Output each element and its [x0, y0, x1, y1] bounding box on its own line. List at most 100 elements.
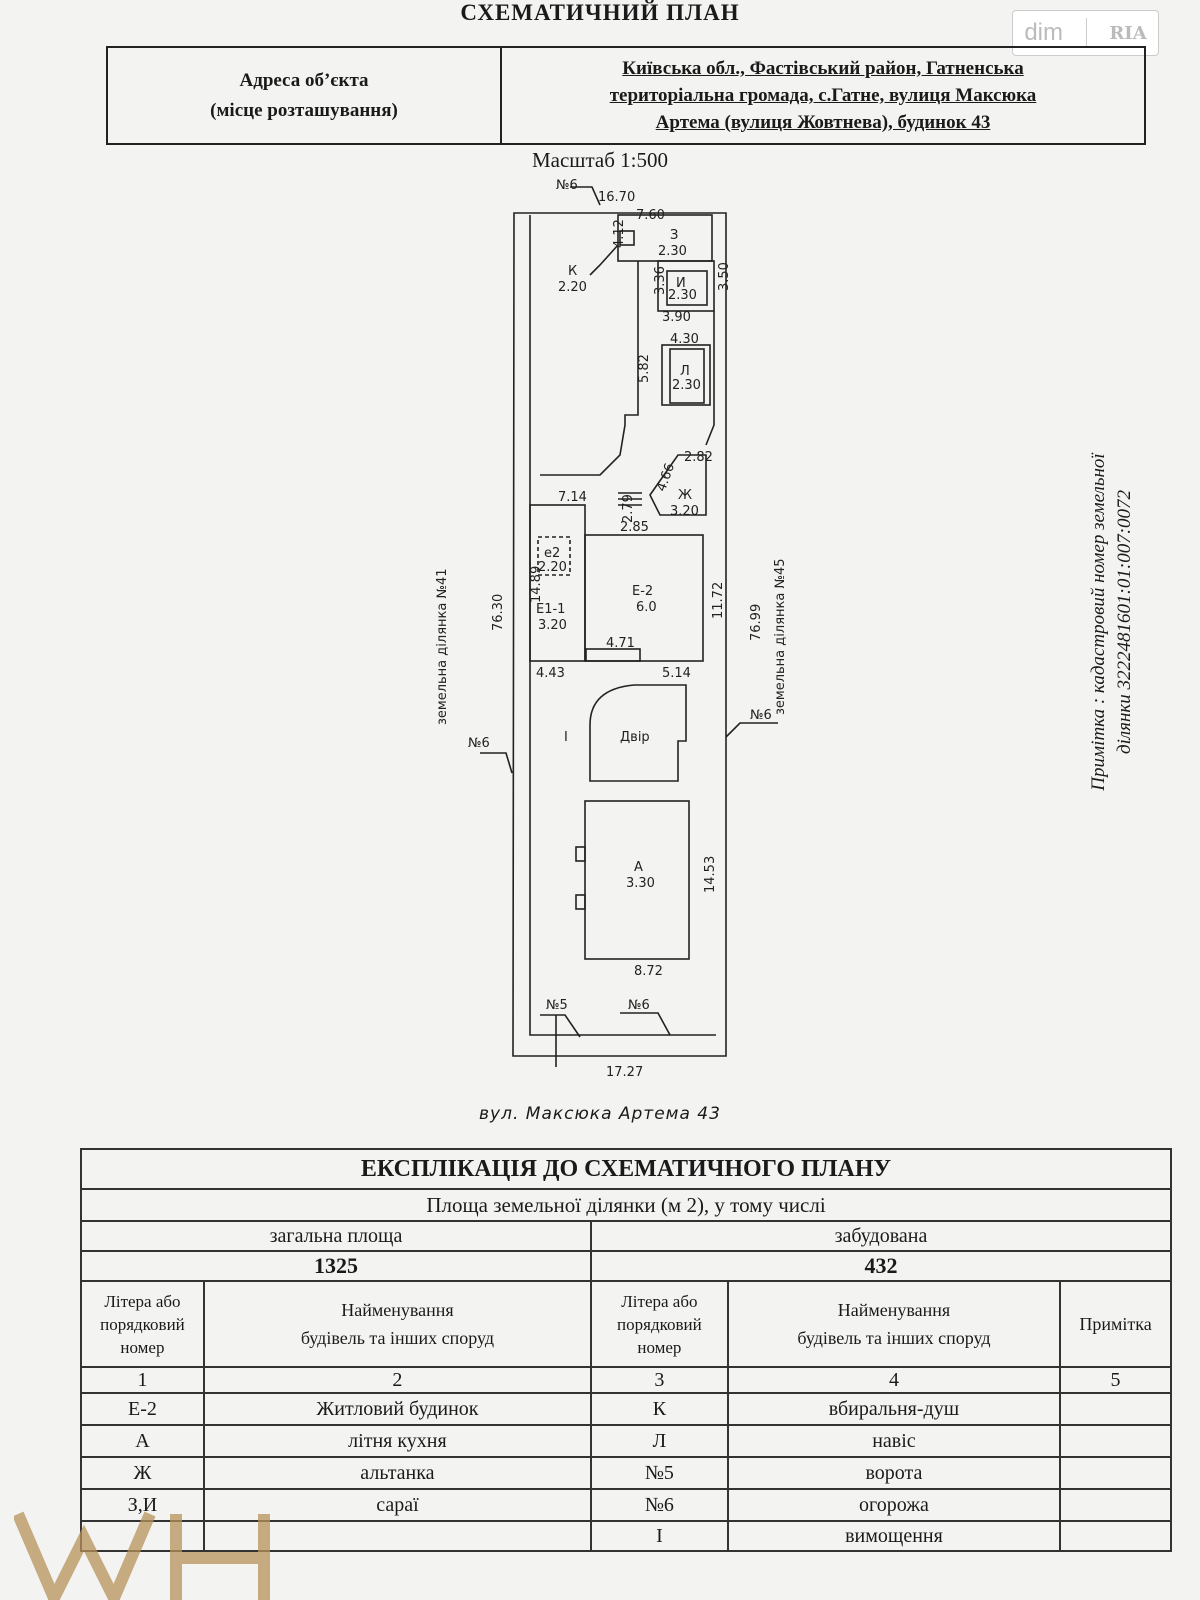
label-76-99: 76.99 — [749, 604, 764, 641]
canopy-l-inner — [669, 348, 705, 404]
label-e2s-h: 2.20 — [538, 560, 567, 575]
building-z-step — [619, 230, 635, 246]
built-area-value: 432 — [589, 1250, 1173, 1282]
label-e2s-name: е2 — [544, 546, 560, 561]
header-col1-line3: номер — [120, 1337, 165, 1357]
label-5-82: 5.82 — [637, 354, 652, 383]
leader-n6-top — [570, 186, 601, 206]
house-e2-small — [537, 536, 571, 576]
label-3-90: 3.90 — [662, 310, 691, 325]
col-num-1: 1 — [80, 1366, 205, 1394]
label-16-70: 16.70 — [598, 190, 635, 205]
col-num-2: 2 — [202, 1366, 592, 1394]
logo-dim-text: dim — [1024, 19, 1063, 46]
label-8-72: 8.72 — [634, 964, 663, 979]
label-zh-h: 3.20 — [670, 504, 699, 519]
label-4-43: 4.43 — [536, 666, 565, 681]
plot-boundary — [512, 212, 727, 1057]
row-3-c3: №5 — [589, 1456, 729, 1490]
leader-n6-right — [725, 722, 778, 738]
building-k — [589, 244, 619, 276]
footpath-2 — [705, 311, 715, 446]
explication-subtitle: Площа земельної ділянки (м 2), у тому чи… — [80, 1188, 1172, 1222]
header-col2-line2: будівель та інших споруд — [300, 1328, 495, 1348]
building-i — [666, 270, 708, 306]
page-title: СХЕМАТИЧНИЙ ПЛАН — [460, 0, 740, 25]
row-2-c3: Л — [589, 1424, 729, 1458]
cadastral-note-line-1: Примітка : кадастровий номер земельної — [1088, 453, 1109, 791]
address-line-3: Артема (вулиця Жовтнева), будинок 43 — [655, 112, 991, 133]
label-n5-bottom: №5 — [546, 998, 568, 1013]
cadastral-note: Примітка : кадастровий номер земельної д… — [1077, 402, 1147, 842]
row-2-c4: навіс — [726, 1424, 1062, 1458]
stairs — [618, 492, 642, 506]
label-4-66: 4.66 — [654, 461, 678, 493]
address-value-cell: Київська обл., Фастівський район, Гатнен… — [502, 48, 1144, 143]
row-4-c5 — [1059, 1488, 1172, 1522]
yard-dvir — [589, 684, 687, 782]
row-1-c1: Е-2 — [80, 1392, 205, 1426]
row-5-c5 — [1059, 1520, 1172, 1552]
table-row: Е-2 Житловий будинок К вбиральня-душ — [80, 1392, 1172, 1426]
header-col3-line1: Літера або — [621, 1291, 698, 1311]
total-area-label: загальна площа — [80, 1220, 592, 1252]
col-num-5: 5 — [1059, 1366, 1172, 1394]
row-2-c5 — [1059, 1424, 1172, 1458]
label-n6-bottom: №6 — [628, 998, 650, 1013]
explication-title: ЕКСПЛІКАЦІЯ ДО СХЕМАТИЧНОГО ПЛАНУ — [80, 1148, 1172, 1190]
yard-outline — [529, 215, 716, 1036]
scale-label: Масштаб 1:500 — [531, 148, 668, 172]
table-row: А літня кухня Л навіс — [80, 1424, 1172, 1458]
label-2-85: 2.85 — [620, 520, 649, 535]
label-e2-h: 6.0 — [636, 600, 657, 615]
canopy-l — [661, 344, 711, 406]
label-pav-mark: I — [564, 730, 568, 745]
label-3-36: 3.36 — [653, 266, 668, 295]
header-col1: Літера або порядковий номер — [80, 1280, 205, 1368]
header-col5: Примітка — [1059, 1280, 1172, 1368]
wh-watermark-logo — [14, 1511, 270, 1600]
col-num-4: 4 — [726, 1366, 1062, 1394]
site-plan: №6 16.70 7.60 З 2.30 4.12 К 2.20 И 2.30 … — [435, 178, 788, 1080]
address-line-2: територіальна громада, с.Гатне, вулиця М… — [609, 85, 1037, 106]
label-z-h: 2.30 — [658, 244, 687, 259]
header-col4-line1: Найменування — [837, 1300, 951, 1320]
row-1-c4: вбиральня-душ — [726, 1392, 1062, 1426]
label-n6-right: №6 — [750, 708, 772, 723]
header-col2: Найменування будівель та інших споруд — [202, 1280, 592, 1368]
label-n6-top: №6 — [556, 178, 578, 193]
header-col2-line1: Найменування — [341, 1300, 454, 1320]
window-a-2 — [575, 894, 586, 910]
row-5-c4: вимощення — [726, 1520, 1062, 1552]
label-76-30: 76.30 — [491, 594, 506, 631]
header-col3-line2: порядковий — [617, 1314, 702, 1334]
label-e2-name: Е-2 — [632, 584, 653, 599]
row-4-c4: огорожа — [726, 1488, 1062, 1522]
address-label: Адреса об’єкта — [239, 69, 369, 91]
address-line-1: Київська обл., Фастівський район, Гатнен… — [622, 58, 1024, 79]
label-e11-name: Е1-1 — [536, 602, 565, 617]
label-i-name: И — [676, 276, 686, 291]
address-table: Адреса об’єкта (місце розташування) Київ… — [106, 46, 1146, 145]
label-14-89: 14.89 — [529, 566, 544, 603]
street-label: вул. Максюка Артема 43 — [479, 1104, 721, 1124]
label-11-72: 11.72 — [711, 582, 726, 619]
label-7-14: 7.14 — [558, 490, 587, 505]
label-4-30: 4.30 — [670, 332, 699, 347]
label-2-82: 2.82 — [684, 450, 713, 465]
built-area-label: забудована — [589, 1220, 1173, 1252]
label-l-h: 2.30 — [672, 378, 701, 393]
label-dvir: Двір — [620, 730, 650, 745]
label-left-neighbor: земельна ділянка №41 — [435, 568, 450, 725]
header-col3-line3: номер — [637, 1337, 682, 1357]
row-3-c1: Ж — [80, 1456, 205, 1490]
label-zh-name: Ж — [678, 488, 692, 503]
explication-table: ЕКСПЛІКАЦІЯ ДО СХЕМАТИЧНОГО ПЛАНУ Площа … — [80, 1148, 1173, 1552]
label-k-h: 2.20 — [558, 280, 587, 295]
cadastral-note-line-2: ділянки 3222481601:01:007:0072 — [1114, 489, 1135, 755]
row-3-c4: ворота — [726, 1456, 1062, 1490]
row-5-c3: І — [589, 1520, 729, 1552]
label-n6-left: №6 — [468, 736, 490, 751]
house-e11 — [529, 504, 586, 662]
dim-ria-logo: dim RIA — [1012, 10, 1159, 56]
